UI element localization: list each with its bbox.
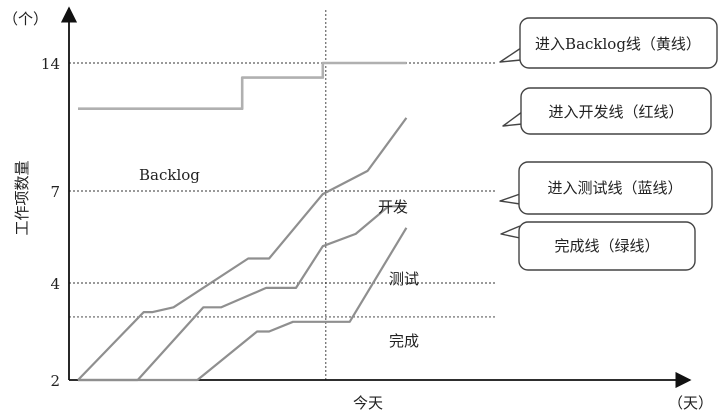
- area-annotations: Backlog 开发 测试 完成: [139, 166, 419, 350]
- callout-text: 进入Backlog线（黄线）: [535, 35, 701, 53]
- series-lines: [77, 61, 408, 382]
- y-unit-label: （个）: [3, 10, 48, 28]
- annotation-test: 测试: [389, 270, 419, 288]
- annotation-backlog: Backlog: [139, 166, 200, 184]
- callout-text: 完成线（绿线）: [554, 237, 659, 255]
- callout-pointer: [499, 47, 522, 63]
- y-axis-title: 工作项数量: [13, 160, 31, 235]
- callout-backlog: 进入Backlog线（黄线）: [499, 17, 718, 69]
- callout-box: [519, 17, 718, 69]
- today-label: 今天: [353, 394, 383, 412]
- callout-box: [518, 221, 696, 271]
- callout-text: 进入开发线（红线）: [548, 103, 683, 121]
- y-tick-label: 14: [41, 55, 60, 73]
- annotation-done: 完成: [389, 332, 419, 350]
- y-tick-label: 2: [50, 372, 60, 390]
- series-line-dev: [77, 117, 408, 381]
- callout-test: 进入测试线（蓝线）: [499, 161, 713, 215]
- callout-box: [518, 161, 713, 215]
- callout-pointer: [500, 225, 521, 239]
- y-tick-labels: 2 4 7 14: [41, 55, 60, 390]
- x-unit-label: （天）: [668, 394, 713, 412]
- series-line-test: [78, 205, 407, 382]
- callout-dev: 进入开发线（红线）: [502, 87, 712, 135]
- series-line-done: [78, 227, 408, 382]
- series-line-backlog: [78, 61, 407, 110]
- y-tick-label: 4: [50, 275, 60, 293]
- callout-text: 进入测试线（蓝线）: [547, 179, 682, 197]
- callout-pointer: [502, 111, 523, 127]
- annotation-dev: 开发: [378, 198, 408, 216]
- callout-done: 完成线（绿线）: [500, 221, 696, 271]
- callout-pointer: [499, 193, 521, 205]
- callout-box: [520, 87, 712, 135]
- y-tick-label: 7: [50, 183, 60, 201]
- guide-lines: [69, 62, 497, 318]
